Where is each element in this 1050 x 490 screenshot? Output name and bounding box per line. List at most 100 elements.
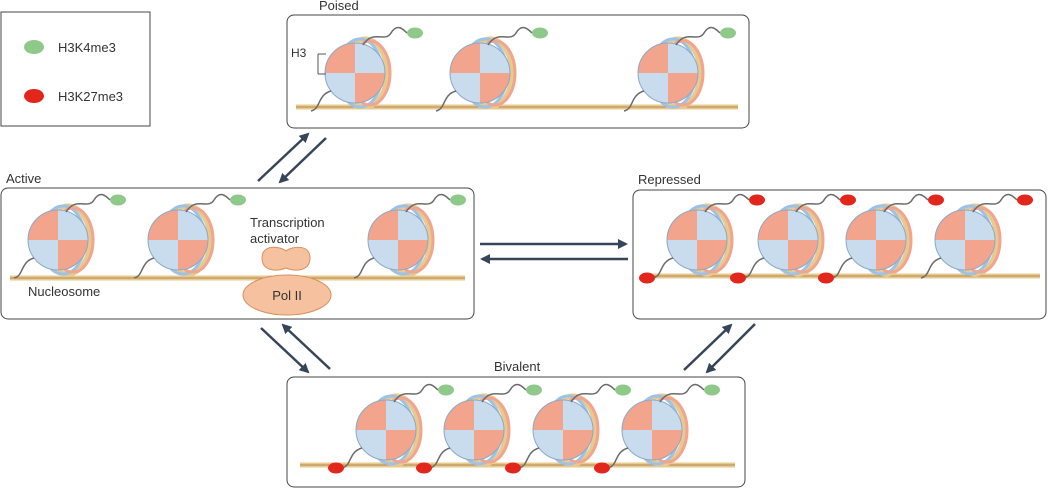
- nucleosome: [353, 193, 466, 279]
- h3k4me3-mark: [450, 194, 466, 206]
- histone-quadrant: [563, 400, 593, 430]
- histone-tail: [393, 383, 439, 403]
- histone-tail: [570, 383, 616, 403]
- nucleosome: [310, 26, 423, 112]
- arrow-poised-to-active: [278, 137, 327, 184]
- histone-quadrant: [652, 430, 682, 460]
- h3k27me3-mark: [818, 272, 834, 284]
- histone-quadrant: [638, 43, 668, 73]
- histone-tail: [675, 26, 721, 46]
- histone-outline: [355, 399, 417, 461]
- histone-quadrant: [935, 210, 965, 240]
- histone-tail: [518, 447, 540, 469]
- histone-tail: [353, 257, 375, 279]
- arrow-active-to-bivalent: [260, 327, 310, 374]
- histone-outline: [757, 209, 819, 271]
- h3k4me3-mark: [532, 27, 548, 39]
- histone-outline: [367, 209, 429, 271]
- histone-outline: [449, 42, 511, 104]
- nucleosome: [818, 193, 944, 284]
- histone-outline: [443, 399, 505, 461]
- nucleosome: [505, 383, 631, 474]
- histone-quadrant: [444, 400, 474, 430]
- histone-quadrant: [474, 430, 504, 460]
- histone-quadrant: [356, 430, 386, 460]
- histone-tail: [13, 257, 35, 279]
- histone-quadrant: [788, 240, 818, 270]
- histone-quadrant: [386, 400, 416, 430]
- histone-quadrant: [474, 400, 504, 430]
- histone-outline: [147, 209, 209, 271]
- nucleosome: [416, 383, 542, 474]
- h3k27me3-mark: [749, 194, 765, 206]
- histone-quadrant: [368, 210, 398, 240]
- h3k27me3-mark: [1017, 194, 1033, 206]
- histone-outline: [621, 399, 683, 461]
- histone-tail: [133, 257, 155, 279]
- poised-nucleosomes: [310, 26, 736, 112]
- active-panel: Active Pol II Transcription activator Nu…: [0, 171, 475, 320]
- h3k27me3-mark: [928, 194, 944, 206]
- h3k27me3-mark: [594, 462, 610, 474]
- arrow-repressed-to-bivalent: [705, 323, 756, 374]
- arrow-bivalent-to-repressed: [683, 323, 733, 371]
- repressed-nucleosomes: [639, 193, 1033, 284]
- activator-label: activator: [250, 231, 300, 246]
- histone-quadrant: [148, 210, 178, 240]
- histone-quadrant: [368, 240, 398, 270]
- histone-outline: [324, 42, 386, 104]
- histone-quadrant: [563, 430, 593, 460]
- histone-tail: [659, 383, 705, 403]
- arrow-active-to-poised: [257, 132, 310, 182]
- h3k4me3-mark: [526, 384, 542, 396]
- histone-outline: [845, 209, 907, 271]
- histone-tail: [883, 193, 929, 213]
- histone-quadrant: [450, 73, 480, 103]
- legend: H3K4me3 H3K27me3: [0, 11, 151, 127]
- histone-tail: [920, 257, 942, 279]
- nucleosome: [920, 193, 1033, 279]
- pol-ii-shape: [242, 274, 332, 316]
- h3k4me3-legend-label: H3K4me3: [58, 40, 116, 55]
- histone-quadrant: [965, 240, 995, 270]
- h3k27me3-mark: [416, 462, 432, 474]
- h3k27me3-legend-label: H3K27me3: [58, 89, 123, 104]
- histone-quadrant: [356, 400, 386, 430]
- histone-quadrant: [758, 240, 788, 270]
- h3k4me3-mark: [615, 384, 631, 396]
- active-panel-box: [0, 187, 475, 320]
- h3k27me3-mark: [505, 462, 521, 474]
- h3k4me3-mark: [720, 27, 736, 39]
- nucleosome: [13, 193, 126, 279]
- histone-quadrant: [178, 240, 208, 270]
- histone-tail: [972, 193, 1018, 213]
- histone-quadrant: [965, 210, 995, 240]
- nucleosome: [730, 193, 856, 284]
- histone-quadrant: [697, 240, 727, 270]
- repressed-title: Repressed: [638, 172, 701, 187]
- histone-outline: [666, 209, 728, 271]
- h3k4me3-legend-marker: [24, 40, 44, 54]
- h3k4me3-mark: [407, 27, 423, 39]
- pol-ii-complex: Pol II: [242, 246, 332, 316]
- histone-quadrant: [444, 430, 474, 460]
- histone-tail: [65, 193, 111, 213]
- histone-quadrant: [398, 240, 428, 270]
- histone-outline: [934, 209, 996, 271]
- histone-quadrant: [758, 210, 788, 240]
- histone-tail: [341, 447, 363, 469]
- histone-tail: [607, 447, 629, 469]
- histone-quadrant: [876, 210, 906, 240]
- h3k4me3-mark: [438, 384, 454, 396]
- histone-tail: [795, 193, 841, 213]
- h3k27me3-mark: [730, 272, 746, 284]
- histone-quadrant: [668, 73, 698, 103]
- pol-ii-label: Pol II: [272, 288, 302, 303]
- histone-quadrant: [846, 240, 876, 270]
- h3k27me3-mark: [840, 194, 856, 206]
- h3k4me3-mark: [704, 384, 720, 396]
- histone-quadrant: [355, 73, 385, 103]
- histone-quadrant: [355, 43, 385, 73]
- histone-quadrant: [533, 430, 563, 460]
- histone-quadrant: [480, 73, 510, 103]
